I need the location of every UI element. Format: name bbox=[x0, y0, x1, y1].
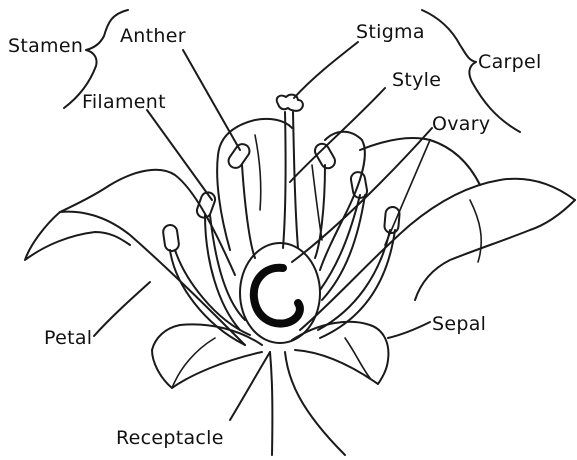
lower-left-sepal-vein bbox=[172, 338, 215, 388]
label-receptacle: Receptacle bbox=[116, 427, 224, 449]
label-carpel: Carpel bbox=[478, 51, 542, 73]
label-ovary: Ovary bbox=[432, 113, 490, 135]
label-petal: Petal bbox=[44, 327, 92, 349]
stigma-leader bbox=[294, 42, 358, 98]
style-tube-left bbox=[283, 112, 286, 248]
petal-leader bbox=[94, 282, 150, 336]
label-anther: Anther bbox=[120, 25, 186, 47]
back-petal-crease bbox=[255, 135, 261, 210]
ovary-leader bbox=[292, 128, 432, 262]
receptacle-leader bbox=[230, 352, 270, 420]
left-petal-curl bbox=[25, 212, 130, 260]
style-leader bbox=[290, 88, 385, 182]
stem-left bbox=[270, 352, 272, 455]
filament-3 bbox=[242, 165, 255, 258]
flower-illustration bbox=[25, 95, 575, 455]
filament-leader bbox=[147, 110, 212, 200]
back-petal-left bbox=[217, 119, 292, 250]
label-stigma: Stigma bbox=[356, 21, 425, 43]
label-style: Style bbox=[392, 69, 441, 91]
sepal-leader bbox=[388, 322, 430, 338]
label-stamen: Stamen bbox=[8, 35, 83, 57]
ovary-inner bbox=[254, 268, 300, 324]
anther-leader bbox=[183, 50, 240, 150]
label-filament: Filament bbox=[82, 91, 166, 113]
stem-right bbox=[285, 352, 345, 455]
right-petal bbox=[300, 179, 575, 330]
anther-3 bbox=[226, 141, 252, 170]
label-sepal: Sepal bbox=[432, 313, 486, 335]
filament-4 bbox=[315, 165, 325, 258]
style-tube-right bbox=[293, 112, 298, 248]
anther-1 bbox=[162, 224, 179, 252]
stigma-shape bbox=[277, 95, 303, 111]
right-petal-tip bbox=[415, 200, 575, 300]
